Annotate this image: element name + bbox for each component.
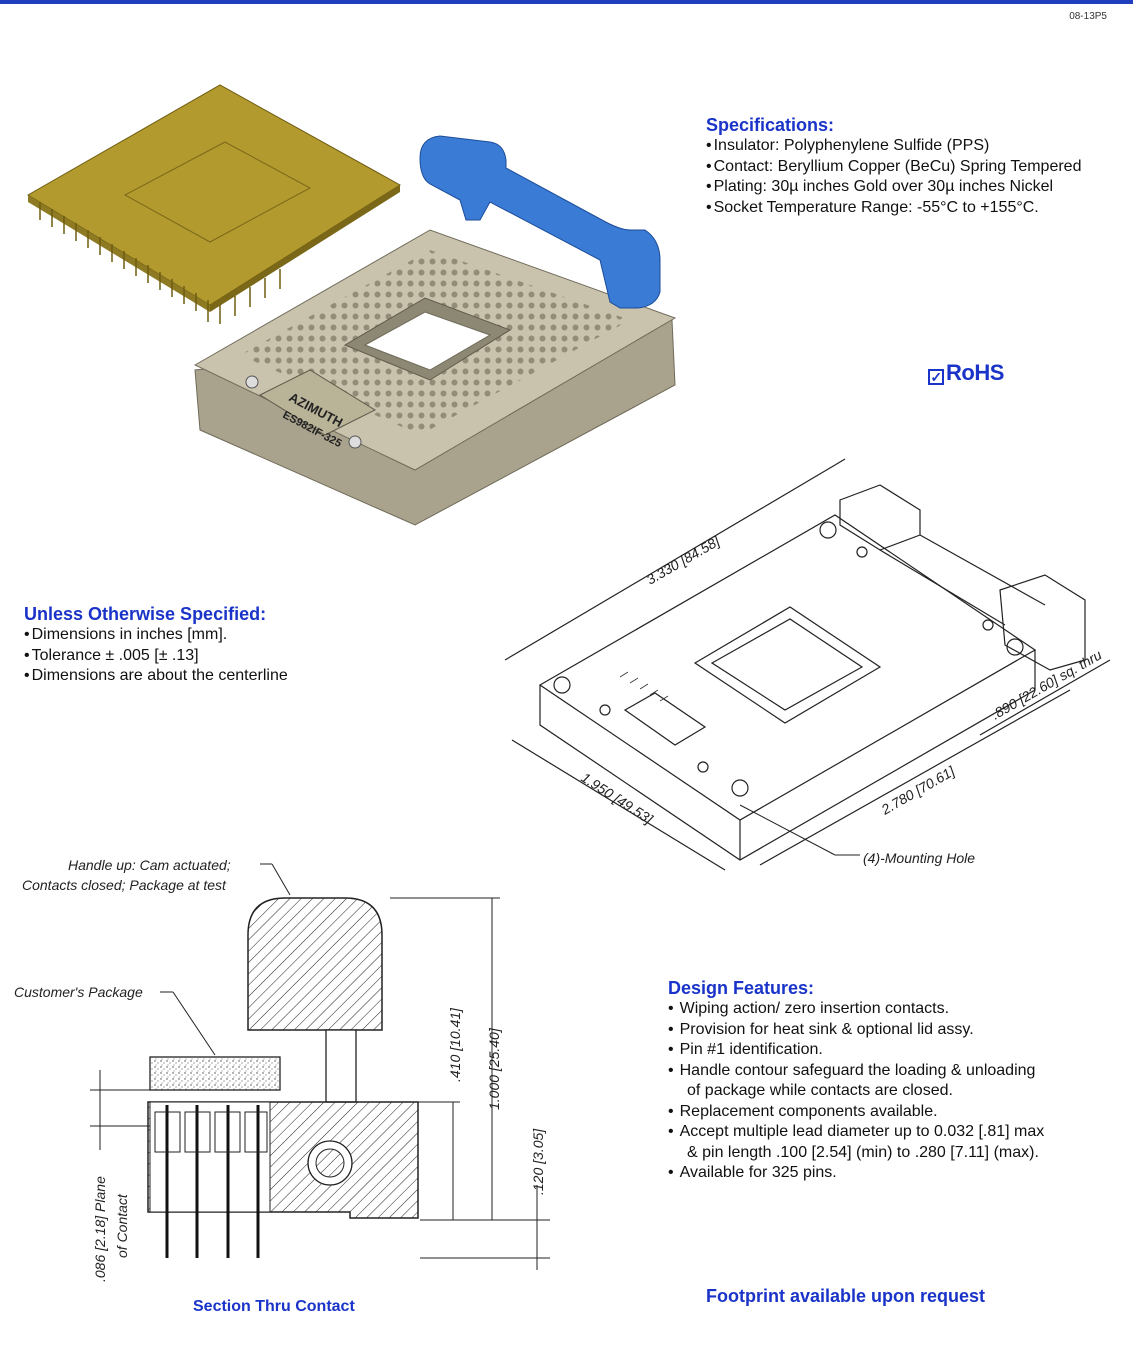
isometric-dimension-drawing: 3.330 [84.58] 1.950 [49.53] 2.780 [70.61… (504, 458, 1111, 871)
unless-item: Dimensions in inches [mm]. (24, 625, 288, 646)
handle-note-line2: Contacts closed; Package at test (22, 877, 227, 893)
section-package (149, 1056, 281, 1091)
customer-package-label: Customer's Package (14, 984, 143, 1000)
unless-item: Dimensions are about the centerline (24, 666, 288, 687)
feature-item: Pin #1 identification. (668, 1040, 1123, 1061)
mounting-hole-label: (4)-Mounting Hole (863, 850, 975, 866)
footprint-note: Footprint available upon request (706, 1286, 986, 1306)
design-features-heading: Design Features: (668, 978, 815, 998)
spec-item: Socket Temperature Range: -55°C to +155°… (706, 198, 1081, 219)
cam-handle (419, 135, 661, 309)
feature-item: Provision for heat sink & optional lid a… (668, 1020, 1123, 1041)
iso-handle-block (999, 574, 1086, 671)
customer-package-render (27, 84, 401, 306)
dim-length: 3.330 [84.58] (644, 532, 724, 587)
dim-1000: 1.000 [25.40] (486, 1027, 502, 1110)
socket-render-image: AZIMUTH ES982IF-325 (27, 84, 677, 526)
unless-specified-list: Dimensions in inches [mm]. Tolerance ± .… (24, 625, 288, 687)
iso-body-top (538, 514, 1037, 821)
top-rule (0, 0, 1133, 4)
specifications-heading: Specifications: (706, 115, 835, 135)
section-contacts (165, 1105, 260, 1258)
spec-item: Contact: Beryllium Copper (BeCu) Spring … (706, 157, 1082, 178)
feature-item: Replacement components available. (668, 1102, 1123, 1123)
dim-opening: .890 [22.60] sq. thru (989, 646, 1105, 722)
feature-item: Available for 325 pins. (668, 1163, 1123, 1184)
iso-handle-block (839, 484, 921, 551)
dim-410: .410 [10.41] (447, 1007, 463, 1082)
rohs-badge: ✓RoHS (928, 360, 1004, 386)
label-plate (258, 369, 377, 436)
dim-depth: 2.780 [70.61] (878, 762, 959, 818)
specifications-list: Insulator: Polyphenylene Sulfide (PPS) C… (706, 136, 1082, 219)
handle-note-line1: Handle up: Cam actuated; (68, 857, 231, 873)
dim-120: .120 [3.05] (530, 1128, 546, 1195)
specifications-block: Specifications: Insulator: Polyphenylene… (706, 115, 1081, 218)
section-handle (247, 897, 383, 1031)
rohs-label: RoHS (946, 360, 1004, 385)
feature-item: Wiping action/ zero insertion contacts. (668, 999, 1123, 1020)
spec-item: Insulator: Polyphenylene Sulfide (PPS) (706, 136, 1081, 157)
design-features-block: Design Features: Wiping action/ zero ins… (668, 978, 1123, 1184)
hole-grid-drawing (619, 671, 669, 702)
plane-of-contact-line2: of Contact (114, 1193, 130, 1258)
unless-specified-block: Unless Otherwise Specified: Dimensions i… (24, 604, 288, 687)
document-number: 08-13P5 (1069, 11, 1107, 22)
feature-item: Accept multiple lead diameter up to 0.03… (668, 1122, 1123, 1163)
design-features-list: Wiping action/ zero insertion contacts. … (668, 999, 1123, 1184)
unless-item: Tolerance ± .005 [± .13] (24, 646, 288, 667)
plane-of-contact-line1: .086 [2.18] Plane (92, 1176, 108, 1282)
checkbox-icon: ✓ (928, 369, 944, 385)
iso-label-plate (623, 692, 707, 746)
spec-item: Plating: 30µ inches Gold over 30µ inches… (706, 177, 1081, 198)
package-pins (39, 202, 281, 324)
unless-specified-heading: Unless Otherwise Specified: (24, 604, 267, 624)
feature-item: Handle contour safeguard the loading & u… (668, 1061, 1123, 1102)
section-caption: Section Thru Contact (193, 1298, 355, 1315)
section-thru-contact-drawing: Handle up: Cam actuated; Contacts closed… (14, 857, 550, 1282)
